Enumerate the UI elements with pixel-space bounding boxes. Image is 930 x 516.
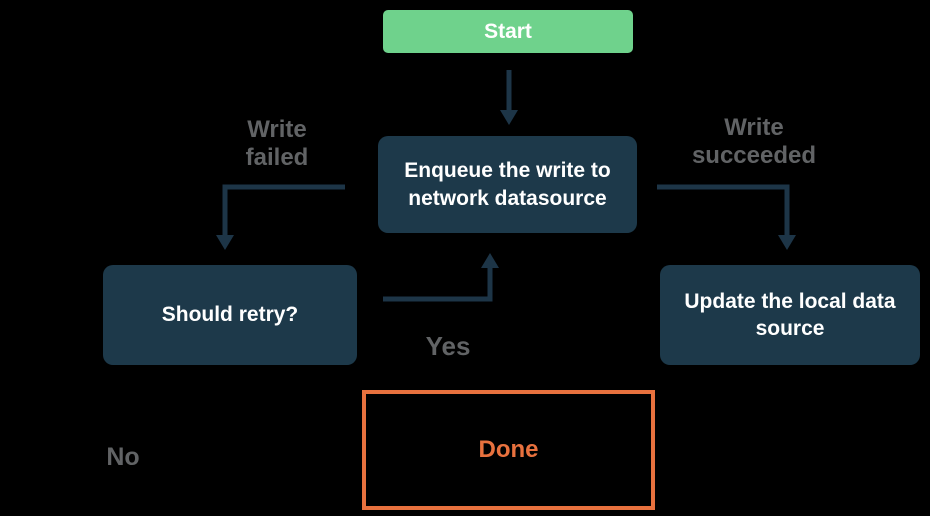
arrow-enqueue-to-update-local: [657, 184, 796, 250]
node-should-retry: Should retry?: [103, 265, 357, 365]
node-start: Start: [383, 10, 633, 53]
node-enqueue-write: Enqueue the write to network datasource: [378, 136, 637, 233]
edge-label-write-failed: Write failed: [245, 116, 309, 171]
edge-label-yes: Yes: [425, 331, 471, 361]
node-should-retry-label: Should retry?: [161, 303, 299, 326]
node-update-local-source-label: Update the local data source: [684, 289, 896, 340]
node-done: Done: [362, 390, 655, 510]
edge-label-write-succeeded: Write succeeded: [691, 114, 817, 169]
node-update-local-source: Update the local data source: [660, 265, 920, 365]
arrow-should-retry-to-enqueue: [383, 253, 499, 302]
arrow-start-to-enqueue: [500, 70, 518, 125]
edge-label-no: No: [106, 443, 140, 471]
node-done-label: Done: [478, 436, 539, 463]
node-start-label: Start: [484, 19, 532, 43]
arrow-enqueue-to-should-retry: [216, 184, 345, 250]
node-enqueue-write-label: Enqueue the write to network datasource: [404, 159, 611, 210]
